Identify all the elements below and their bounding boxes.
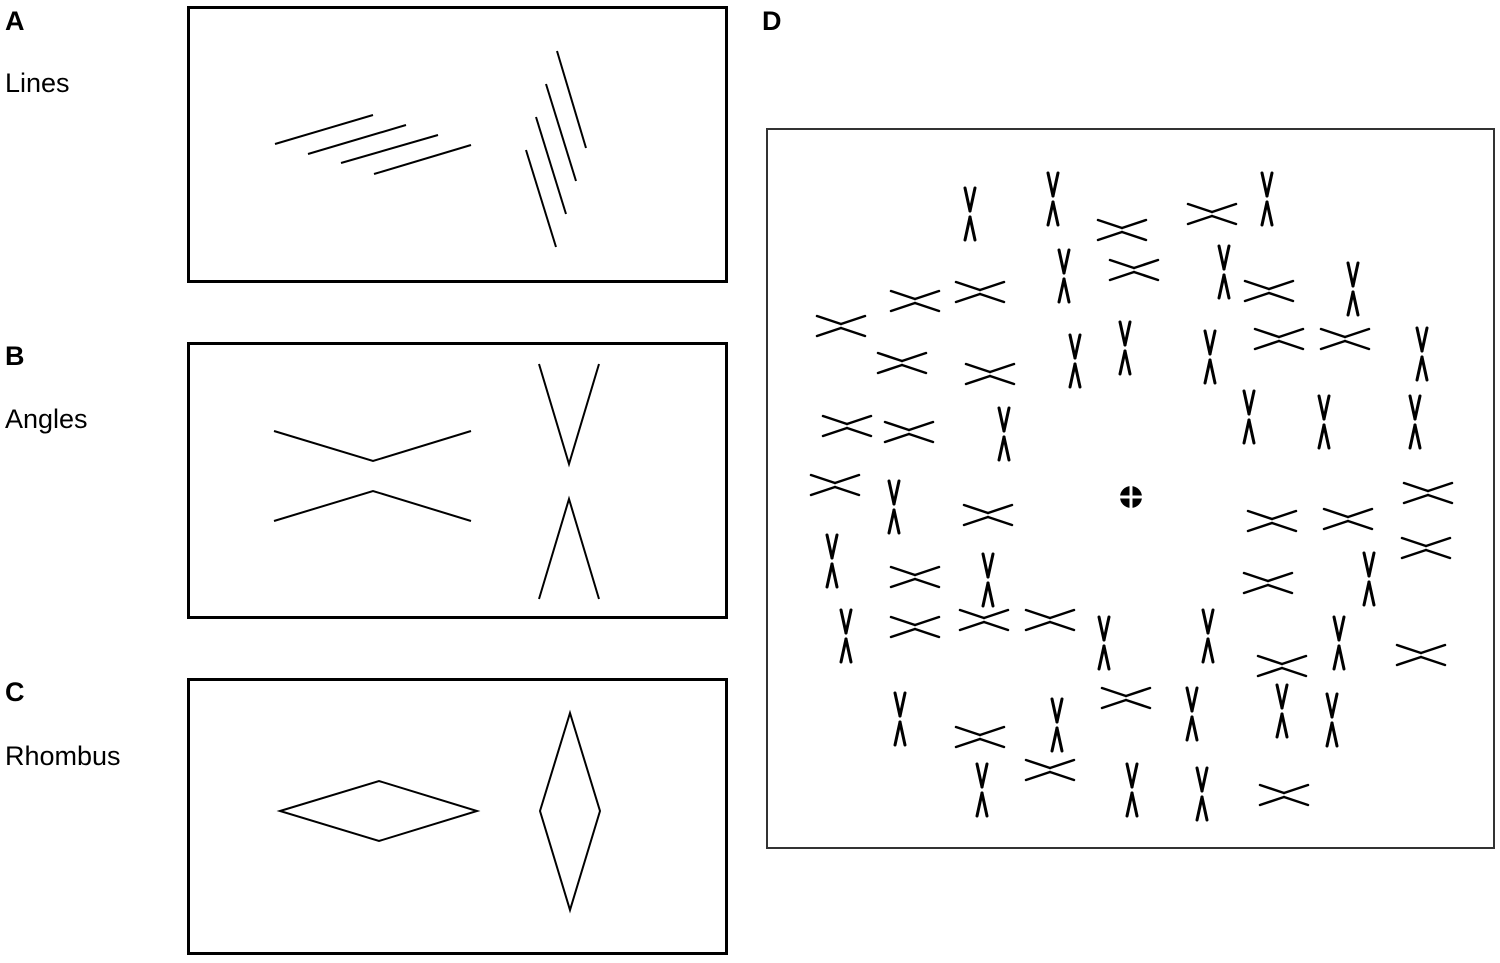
vertical-angle-stimulus: [887, 479, 901, 535]
angle-caret-vertical: [538, 495, 600, 600]
vertical-angle-stimulus: [1217, 244, 1231, 300]
fixation-point: [1119, 485, 1143, 509]
vertical-angle-stimulus: [1118, 320, 1132, 376]
horizontal-angle-stimulus: [809, 473, 861, 497]
horizontal-angle-stimulus: [1242, 571, 1294, 595]
horizontal-angle-stimulus: [1108, 258, 1160, 282]
vertical-angle-stimulus: [839, 608, 853, 664]
vertical-line-3: [535, 116, 567, 215]
horizontal-angle-stimulus: [889, 565, 941, 589]
horizontal-angle-stimulus: [883, 420, 935, 444]
horizontal-angle-stimulus: [1024, 758, 1076, 782]
horizontal-angle-stimulus: [964, 362, 1016, 386]
panel-c-label: Rhombus: [5, 741, 121, 771]
vertical-angle-stimulus: [981, 552, 995, 608]
lines-drawing: [274, 50, 587, 248]
vertical-line-1: [556, 50, 587, 149]
panel-c-letter: C: [5, 677, 25, 707]
horizontal-angle-stimulus: [1100, 686, 1152, 710]
vertical-angle-stimulus: [1275, 683, 1289, 739]
panel-b-label: Angles: [5, 404, 88, 434]
vertical-angle-stimulus: [1346, 261, 1360, 317]
horizontal-angle-stimulus: [1256, 654, 1308, 678]
horizontal-angle-stimulus: [821, 414, 873, 438]
rhombus-horizontal: [276, 779, 481, 843]
rhombus-vertical: [538, 709, 602, 914]
vertical-angle-stimulus: [1203, 329, 1217, 385]
horizontal-angle-stimulus: [1402, 481, 1454, 505]
search-display-panel: [766, 128, 1495, 849]
panel-d-letter: D: [762, 6, 782, 36]
horizontal-angle-stimulus: [954, 280, 1006, 304]
rhombus-panel: [187, 678, 728, 955]
panel-a-label: Lines: [5, 68, 70, 98]
vertical-angle-stimulus: [975, 762, 989, 818]
vertical-angle-stimulus: [1046, 171, 1060, 227]
vertical-angle-stimulus: [1201, 608, 1215, 664]
horizontal-angle-stimulus: [1024, 608, 1076, 632]
vertical-angle-stimulus: [1408, 394, 1422, 450]
vertical-angle-stimulus: [1362, 551, 1376, 607]
vertical-angle-stimulus: [1057, 248, 1071, 304]
vertical-angle-stimulus: [1332, 615, 1346, 671]
horizontal-angle-stimulus: [1253, 327, 1305, 351]
horizontal-angle-stimulus: [889, 615, 941, 639]
angle-caret-horizontal: [273, 489, 472, 522]
horizontal-angle-stimulus: [1186, 202, 1238, 226]
vertical-angle-stimulus: [1260, 171, 1274, 227]
vertical-line-4: [525, 149, 557, 248]
vertical-line-2: [545, 83, 577, 182]
vertical-angle-stimulus: [1068, 333, 1082, 389]
horizontal-angle-stimulus: [1258, 783, 1310, 807]
search-display-drawing: [809, 171, 1454, 822]
angles-panel: [187, 342, 728, 619]
vertical-angle-stimulus: [1050, 697, 1064, 753]
horizontal-angle-stimulus: [1395, 643, 1447, 667]
lines-panel: [187, 6, 728, 283]
horizontal-angle-stimulus: [876, 351, 928, 375]
horizontal-angle-stimulus: [889, 289, 941, 313]
horizontal-angle-stimulus: [962, 503, 1014, 527]
vertical-angle-stimulus: [1195, 766, 1209, 822]
vertical-angle-stimulus: [1097, 615, 1111, 671]
horizontal-line-3: [340, 134, 439, 164]
vertical-angle-stimulus: [963, 186, 977, 242]
horizontal-line-1: [274, 114, 374, 145]
angles-drawing: [273, 363, 600, 600]
horizontal-angle-stimulus: [958, 608, 1010, 632]
angle-v-horizontal: [273, 430, 472, 463]
vertical-angle-stimulus: [997, 406, 1011, 462]
horizontal-angle-stimulus: [1096, 218, 1148, 242]
horizontal-angle-stimulus: [815, 314, 867, 338]
vertical-angle-stimulus: [1242, 389, 1256, 445]
horizontal-angle-stimulus: [954, 725, 1006, 749]
vertical-angle-stimulus: [1317, 394, 1331, 450]
vertical-angle-stimulus: [1185, 686, 1199, 742]
horizontal-line-2: [307, 124, 407, 155]
horizontal-line-4: [373, 144, 472, 175]
horizontal-angle-stimulus: [1400, 536, 1452, 560]
panel-b-letter: B: [5, 341, 25, 371]
angle-v-vertical: [538, 363, 600, 468]
horizontal-angle-stimulus: [1243, 279, 1295, 303]
vertical-angle-stimulus: [893, 691, 907, 747]
panel-a-letter: A: [5, 6, 25, 36]
vertical-angle-stimulus: [1125, 762, 1139, 818]
vertical-angle-stimulus: [1325, 692, 1339, 748]
horizontal-angle-stimulus: [1322, 507, 1374, 531]
rhombus-drawing: [276, 709, 602, 914]
horizontal-angle-stimulus: [1319, 327, 1371, 351]
vertical-angle-stimulus: [825, 533, 839, 589]
vertical-angle-stimulus: [1415, 326, 1429, 382]
horizontal-angle-stimulus: [1246, 509, 1298, 533]
